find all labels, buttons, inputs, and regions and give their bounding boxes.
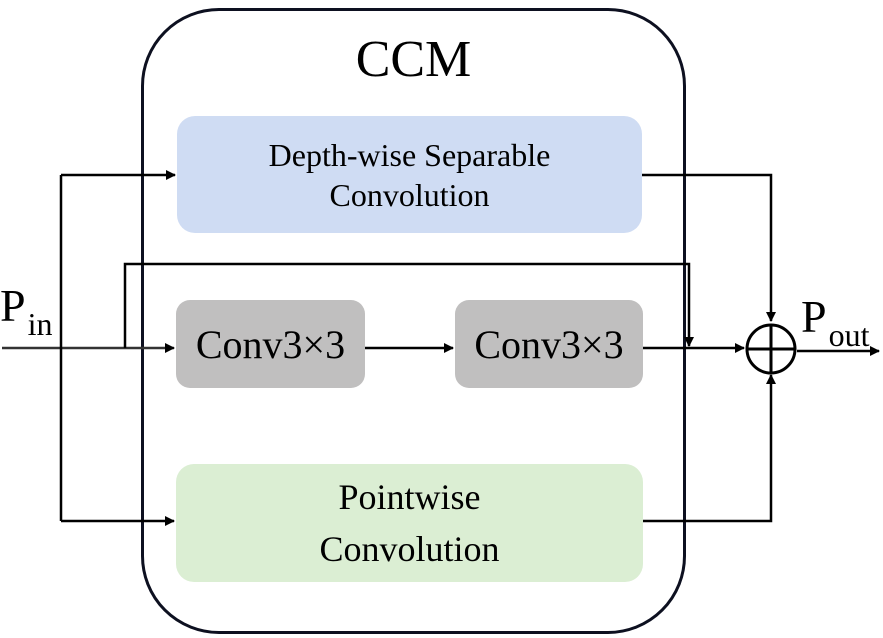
block-label-line2: Convolution (329, 176, 490, 213)
block-label-line1: Pointwise (338, 477, 481, 517)
module-title: CCM (355, 31, 472, 88)
output-label: Pout (801, 291, 870, 354)
ccm-module-container (141, 8, 686, 634)
input-label: Pin (0, 280, 53, 343)
pointwise-conv-block: Pointwise Convolution (176, 464, 643, 582)
block-label: Conv3×3 (195, 321, 346, 367)
block-label: Conv3×3 (474, 321, 624, 367)
pointwise-to-sum-arrow (643, 374, 776, 523)
dwsc-to-sum-arrow (642, 173, 776, 322)
depthwise-separable-conv-block: Depth-wise Separable Convolution (177, 116, 642, 233)
skip-connection (123, 262, 694, 348)
block-label-line2: Convolution (319, 529, 500, 569)
conv3x3-block-2: Conv3×3 (455, 300, 643, 388)
block-label-line1: Depth-wise Separable (268, 136, 551, 173)
sum-operator-icon (745, 323, 797, 375)
conv3x3-block-1: Conv3×3 (176, 300, 365, 388)
